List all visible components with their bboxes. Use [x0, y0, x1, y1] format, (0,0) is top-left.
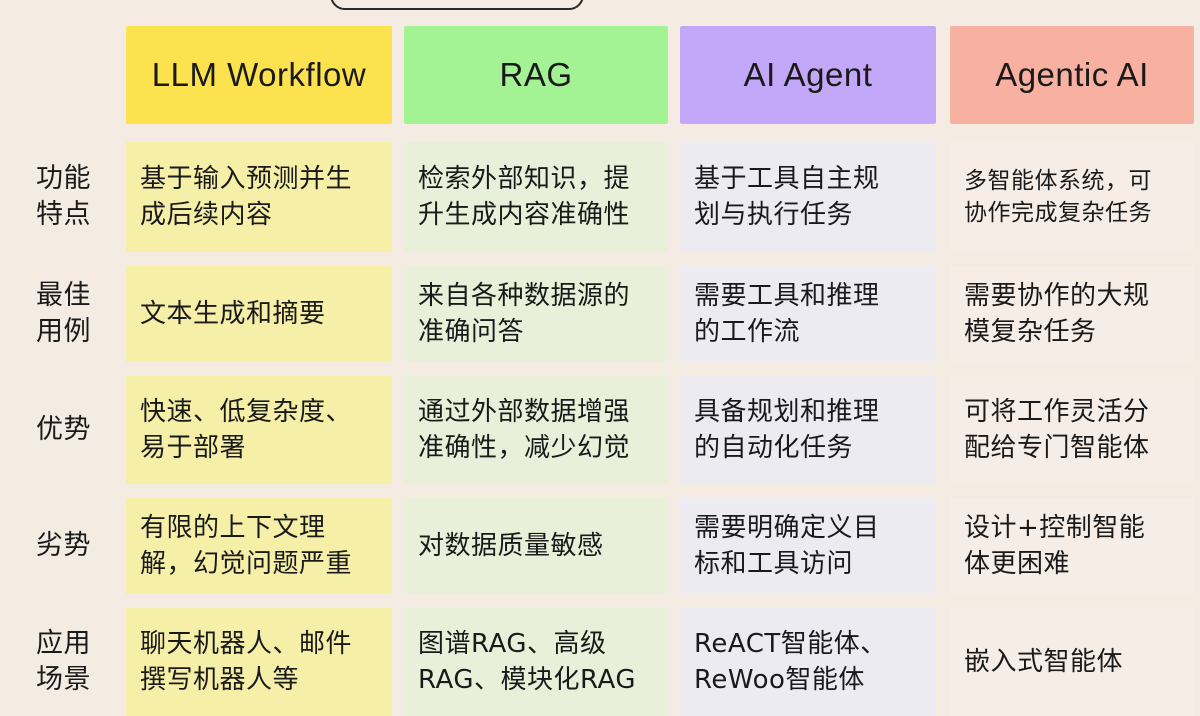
table-cell: 需要协作的大规 模复杂任务 [950, 266, 1194, 362]
table-cell: 通过外部数据增强 准确性，减少幻觉 [404, 376, 668, 484]
header-agentic-ai: Agentic AI [950, 26, 1194, 124]
row-label-disadvantages: 劣势 [36, 529, 91, 561]
table-cell: 基于工具自主规 划与执行任务 [680, 142, 936, 252]
row-label-advantages: 优势 [36, 413, 91, 445]
table-cell: 具备规划和推理 的自动化任务 [680, 376, 936, 484]
table-cell: 文本生成和摘要 [126, 266, 392, 362]
row-label-applications: 应用 场景 [36, 627, 91, 695]
table-cell: 可将工作灵活分 配给专门智能体 [950, 376, 1194, 484]
header-llm-workflow: LLM Workflow [126, 26, 392, 124]
table-cell: 基于输入预测并生 成后续内容 [126, 142, 392, 252]
header-ai-agent: AI Agent [680, 26, 936, 124]
table-cell: 聊天机器人、邮件 撰写机器人等 [126, 608, 392, 716]
table-cell: 快速、低复杂度、 易于部署 [126, 376, 392, 484]
table-cell: 设计+控制智能 体更困难 [950, 498, 1194, 594]
header-rag: RAG [404, 26, 668, 124]
table-cell: 需要明确定义目 标和工具访问 [680, 498, 936, 594]
table-cell: 嵌入式智能体 [950, 608, 1194, 716]
table-cell: 检索外部知识，提 升生成内容准确性 [404, 142, 668, 252]
table-cell: 对数据质量敏感 [404, 498, 668, 594]
table-cell: ReACT智能体、 ReWoo智能体 [680, 608, 936, 716]
table-cell: 有限的上下文理 解，幻觉问题严重 [126, 498, 392, 594]
table-cell: 需要工具和推理 的工作流 [680, 266, 936, 362]
table-cell: 来自各种数据源的 准确问答 [404, 266, 668, 362]
comparison-table: LLM Workflow RAG AI Agent Agentic AI 功能 … [36, 26, 1194, 716]
row-label-features: 功能 特点 [36, 162, 91, 230]
table-cell: 图谱RAG、高级 RAG、模块化RAG [404, 608, 668, 716]
row-label-best-use: 最佳 用例 [36, 279, 91, 347]
table-cell: 多智能体系统，可 协作完成复杂任务 [950, 142, 1194, 252]
